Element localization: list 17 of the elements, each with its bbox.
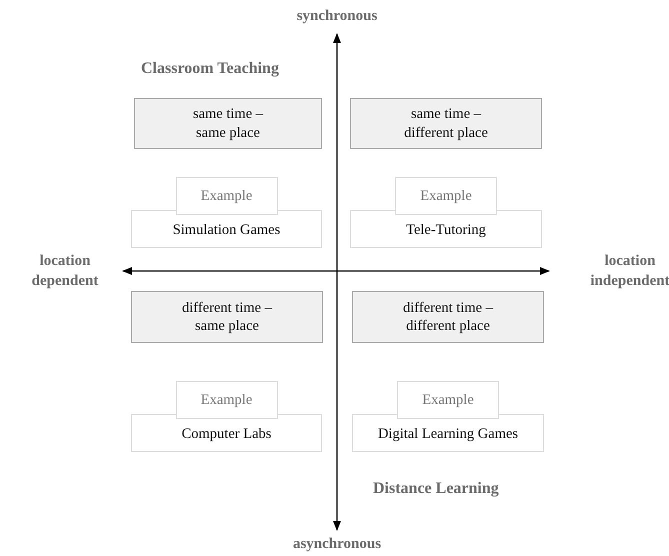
example-tab: Example — [176, 177, 278, 215]
axis-label: location dependent — [30, 252, 100, 292]
axis-label: synchronous — [296, 7, 378, 26]
example-text: Digital Learning Games — [376, 424, 520, 444]
quadrant-box: same time – different place — [350, 98, 542, 149]
example-tab: Example — [176, 381, 278, 419]
quadrant-box: different time – same place — [131, 291, 323, 343]
quadrant-title: Distance Learning — [373, 479, 499, 499]
example-text: Computer Labs — [180, 424, 272, 444]
example-tab: Example — [395, 177, 497, 215]
quadrant-title: Classroom Teaching — [141, 59, 279, 79]
quadrant-box: different time – different place — [352, 291, 544, 343]
example-text: Simulation Games — [172, 220, 282, 240]
quadrant-box: same time – same place — [134, 98, 322, 149]
example-tab: Example — [397, 381, 499, 419]
example-text: Tele-Tutoring — [405, 220, 487, 240]
axis-label: asynchronous — [292, 535, 382, 554]
